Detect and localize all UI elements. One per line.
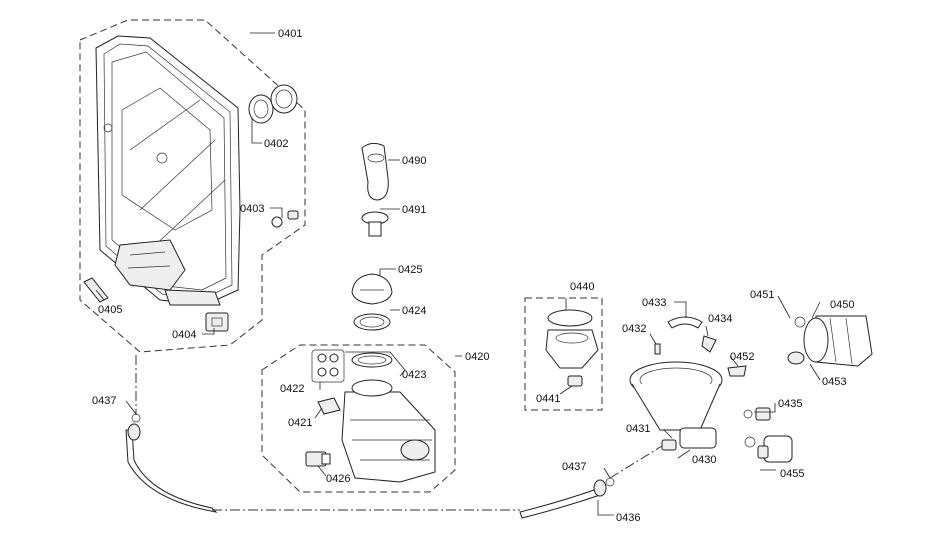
clip-0434 [701, 335, 717, 353]
label-0421: 0421 [288, 417, 312, 429]
label-0440: 0440 [570, 281, 594, 293]
label-0426: 0426 [326, 473, 350, 485]
label-0491: 0491 [402, 204, 426, 216]
cap-0491 [361, 211, 389, 237]
label-0433: 0433 [642, 297, 666, 309]
clip-0433 [667, 316, 703, 329]
label-0455: 0455 [780, 468, 804, 480]
sump-0420 [341, 352, 436, 483]
leader-lines [95, 32, 821, 516]
label-0404: 0404 [172, 329, 196, 341]
label-0450: 0450 [830, 299, 854, 311]
label-0405: 0405 [98, 304, 122, 316]
clamp-0451 [794, 316, 806, 328]
clip-0452 [727, 365, 747, 377]
label-0430: 0430 [692, 454, 716, 466]
connector-0404 [205, 312, 229, 332]
centerline-pump-hose [609, 445, 663, 479]
label-0453: 0453 [822, 376, 846, 388]
sensor-0426 [305, 451, 331, 467]
label-0436: 0436 [616, 512, 640, 524]
label-0424: 0424 [402, 305, 426, 317]
label-0437-right: 0437 [562, 461, 586, 473]
seal-rings-0402 [248, 84, 298, 124]
label-0435: 0435 [778, 398, 802, 410]
pump-housing-0430 [629, 361, 723, 451]
drain-hose-0436 [125, 423, 607, 519]
label-0402: 0402 [264, 138, 288, 150]
seal-0437-right [605, 477, 615, 487]
label-0452: 0452 [730, 351, 754, 363]
ring-0424 [353, 313, 391, 331]
label-0423: 0423 [402, 369, 426, 381]
label-0441: 0441 [536, 393, 560, 405]
label-0490: 0490 [402, 155, 426, 167]
fitting-0403 [271, 210, 299, 228]
label-0434: 0434 [708, 313, 732, 325]
group-boundary-0440 [524, 297, 603, 411]
label-0401: 0401 [278, 28, 302, 40]
grommets-0422 [311, 349, 345, 383]
label-0437-left: 0437 [92, 395, 116, 407]
seal-0437-left [131, 413, 141, 423]
pump-0455 [744, 435, 793, 463]
label-0431: 0431 [626, 423, 650, 435]
label-0432: 0432 [622, 323, 646, 335]
label-0422: 0422 [280, 383, 304, 395]
group-boundary-0401 [79, 19, 306, 353]
door-inner-panel [95, 35, 241, 306]
dispenser-0490 [361, 142, 389, 201]
label-0451: 0451 [750, 289, 774, 301]
group-boundary-0420 [261, 344, 456, 493]
label-0420: 0420 [465, 351, 489, 363]
filter-housing-0440 [545, 309, 599, 387]
screw-0432 [654, 343, 661, 355]
label-0425: 0425 [398, 264, 422, 276]
label-0403: 0403 [240, 203, 264, 215]
pump-motor-0450 [787, 315, 873, 367]
fitting-0435 [743, 407, 771, 421]
cover-0425 [351, 273, 393, 305]
clip-0421 [317, 397, 341, 415]
